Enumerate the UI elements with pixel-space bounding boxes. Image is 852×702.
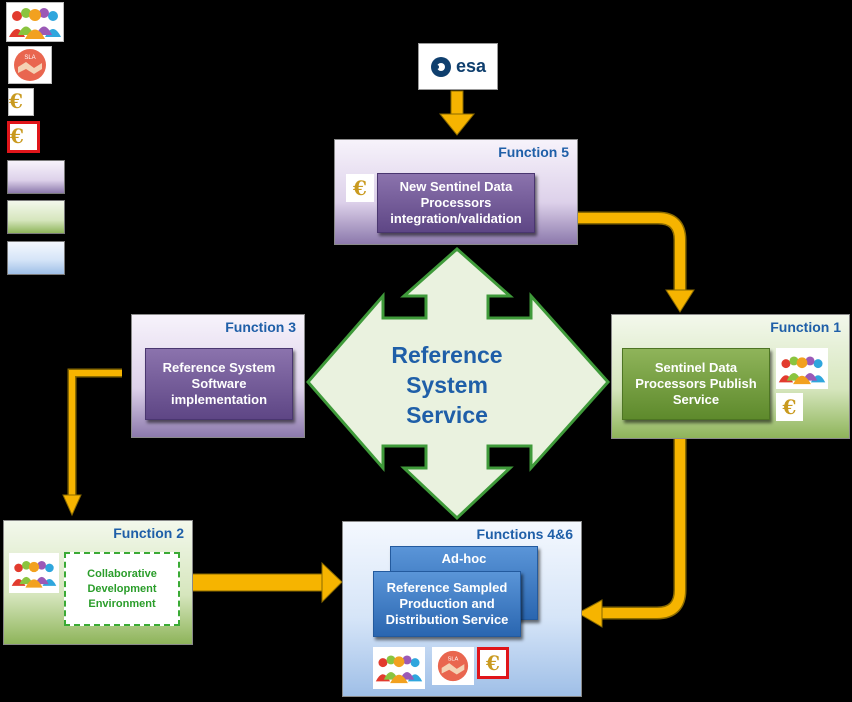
arrow-function1-to-functions46 [576,439,687,628]
reference-system-service-label: Reference System Service [372,340,522,430]
functions46-people-icon [373,647,425,689]
center-line-3: Service [406,402,488,428]
arrow-function5-to-function1 [577,211,695,313]
function3-title: Function 3 [225,319,296,335]
functions46-task: Reference Sampled Production and Distrib… [373,571,521,637]
legend-sla-handshake-icon: SLA [8,46,52,84]
function1-people-icon [776,348,828,389]
arrow-function3-to-function2 [62,368,122,517]
arrow-esa-to-function5 [438,90,476,136]
function3-task: Reference System Software implementation [145,348,293,420]
function2-title: Function 2 [113,525,184,541]
function1-title: Function 1 [770,319,841,335]
function2-task: Collaborative Development Environment [64,552,180,626]
euro-glyph: € [10,124,24,148]
function5-euro-icon: € [346,174,374,202]
euro-glyph: € [9,89,23,113]
legend-people-icon [6,2,64,42]
function1-euro-icon: € [776,393,803,421]
function5-task: New Sentinel Data Processors integration… [377,173,535,233]
esa-emblem-icon [430,56,451,77]
functions46-euro-highlight-icon: € [477,647,509,679]
functions46-sla-handshake-icon: SLA [432,647,474,685]
euro-glyph: € [486,651,500,675]
esa-logo-text: esa [455,56,487,76]
center-line-1: Reference [391,342,503,368]
functions46-adhoc-label: Ad-hoc [441,551,487,566]
arrow-function2-to-functions46 [191,561,343,604]
legend-swatch-blue [7,241,65,275]
function5-title: Function 5 [498,144,569,160]
legend-euro-icon: € [8,88,34,116]
legend-swatch-green [7,200,65,234]
function2-people-icon [9,553,59,593]
central-cross-arrow [306,246,611,521]
functions46-title: Functions 4&6 [476,526,573,542]
legend-swatch-purple [7,160,65,194]
euro-glyph: € [782,395,797,419]
sla-label: SLA [448,656,459,662]
esa-logo: esa [418,43,498,90]
center-line-2: System [406,372,488,398]
euro-glyph: € [353,176,367,200]
sla-label: SLA [24,55,35,61]
function1-task: Sentinel Data Processors Publish Service [622,348,770,420]
legend-euro-highlight-icon: € [7,121,40,153]
